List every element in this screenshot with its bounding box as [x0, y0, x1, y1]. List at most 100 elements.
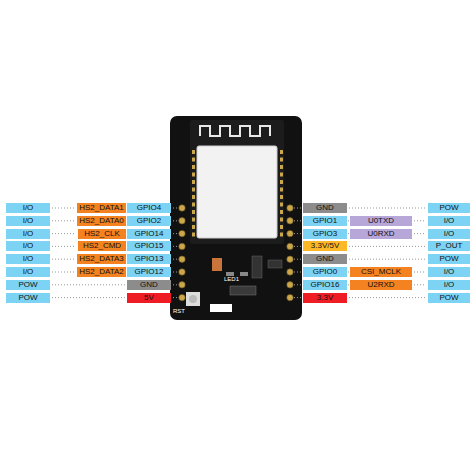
- leader-line: [414, 272, 426, 273]
- pin-label: POW: [428, 203, 470, 213]
- module-pad: [192, 195, 195, 199]
- pin-label: GND: [303, 203, 347, 213]
- pin-label: I/O: [428, 280, 470, 290]
- module-pad: [192, 158, 195, 162]
- header-pin: [287, 269, 293, 275]
- module-pad: [192, 233, 195, 237]
- leader-line: [52, 246, 76, 247]
- pin-label: GPIO4: [127, 203, 171, 213]
- header-pin: [179, 205, 185, 211]
- pin-label: HS2_DATA0: [77, 216, 126, 226]
- header-pin: [287, 256, 293, 262]
- pin-label: GPIO2: [127, 216, 171, 226]
- module-pad: [280, 158, 283, 162]
- module-pad: [192, 188, 195, 192]
- leader-line: [173, 208, 178, 209]
- module-pad: [192, 210, 195, 214]
- pin-label: HS2_DATA2: [77, 267, 126, 277]
- leader-lines: [52, 208, 426, 298]
- leader-line: [52, 297, 125, 298]
- leader-line: [294, 272, 301, 273]
- module-pcb: [190, 120, 284, 244]
- smd-part: [240, 272, 248, 276]
- pin-label: I/O: [6, 254, 50, 264]
- header-pins: [179, 205, 293, 301]
- antenna-trace: [200, 126, 270, 136]
- pin-label: POW: [428, 293, 470, 303]
- pin-label: GND: [127, 280, 171, 290]
- module-pad: [280, 210, 283, 214]
- header-pin: [287, 243, 293, 249]
- leader-line: [349, 208, 426, 209]
- module-pad: [280, 188, 283, 192]
- leader-line: [173, 297, 178, 298]
- header-pin: [179, 294, 185, 300]
- pin-label: GPIO13: [127, 254, 171, 264]
- leader-line: [173, 220, 178, 221]
- header-pin: [179, 230, 185, 236]
- pin-label: I/O: [6, 203, 50, 213]
- leader-line: [294, 220, 301, 221]
- pin-label: GPIO1: [303, 216, 347, 226]
- pin-label: HS2_CLK: [78, 229, 126, 239]
- leader-line: [294, 246, 301, 247]
- header-pin: [287, 294, 293, 300]
- leader-line: [294, 233, 301, 234]
- header-pin: [179, 243, 185, 249]
- leader-line: [349, 297, 426, 298]
- module-pads: [192, 150, 283, 237]
- leader-line: [52, 284, 125, 285]
- module-pad: [192, 173, 195, 177]
- module-pad: [280, 165, 283, 169]
- leader-line: [52, 259, 75, 260]
- leader-line: [348, 272, 349, 273]
- pin-label: GPIO0: [303, 267, 347, 277]
- leader-line: [348, 284, 349, 285]
- pin-label: U0TXD: [350, 216, 412, 226]
- module-pad: [280, 233, 283, 237]
- module-pad: [192, 203, 195, 207]
- leader-line: [294, 297, 301, 298]
- leader-line: [173, 272, 178, 273]
- leader-line: [173, 246, 178, 247]
- pin-label: POW: [428, 254, 470, 264]
- leader-line: [414, 233, 426, 234]
- header-pin: [287, 218, 293, 224]
- module-pad: [280, 225, 283, 229]
- leader-line: [173, 259, 178, 260]
- leader-line: [349, 246, 426, 247]
- pin-label: GPIO15: [127, 241, 171, 251]
- leader-line: [414, 284, 426, 285]
- pin-label: HS2_DATA3: [77, 254, 126, 264]
- header-pin: [179, 218, 185, 224]
- pin-label: CSI_MCLK: [350, 267, 412, 277]
- module-pad: [280, 173, 283, 177]
- module-pad: [280, 180, 283, 184]
- pin-label: GPIO3: [303, 229, 347, 239]
- pin-label: I/O: [428, 216, 470, 226]
- pin-label: I/O: [6, 216, 50, 226]
- smd-part: [226, 272, 234, 276]
- smd-part: [230, 286, 256, 295]
- header-pin: [287, 205, 293, 211]
- reset-button: [189, 295, 197, 303]
- header-pin: [287, 282, 293, 288]
- leader-line: [294, 208, 301, 209]
- camera-connector: [210, 304, 232, 312]
- silkscreen-text: RST: [173, 308, 185, 315]
- header-pin: [179, 256, 185, 262]
- pin-label: 3.3V/5V: [303, 241, 347, 251]
- pin-label: I/O: [6, 241, 50, 251]
- leader-line: [349, 259, 426, 260]
- header-pin: [287, 230, 293, 236]
- pin-label: HS2_CMD: [78, 241, 126, 251]
- header-pin: [179, 269, 185, 275]
- pin-label: I/O: [6, 267, 50, 277]
- module-pad: [280, 218, 283, 222]
- metal-shield: [197, 146, 277, 238]
- leader-line: [173, 284, 178, 285]
- smd-part: [268, 260, 282, 268]
- flash-led: [212, 258, 222, 271]
- regulator-chip: [252, 256, 262, 278]
